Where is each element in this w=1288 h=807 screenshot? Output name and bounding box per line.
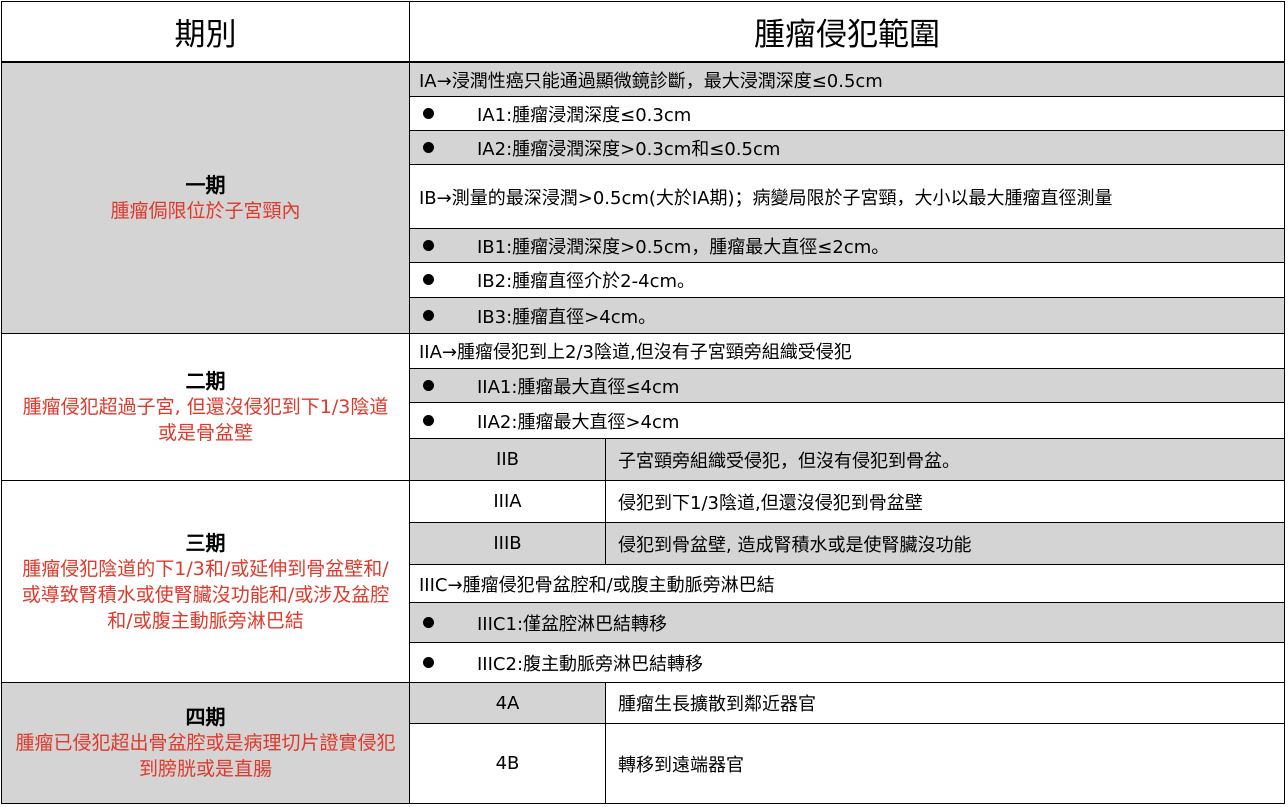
row-ib3: IB3:腫瘤直徑>4cm。 [410, 298, 1285, 334]
row-ib3-text: IB3:腫瘤直徑>4cm。 [477, 306, 657, 328]
bullet-icon [423, 107, 434, 119]
stage3-title: 三期 [185, 530, 226, 555]
row-ib2: IB2:腫瘤直徑介於2-4cm。 [410, 263, 1285, 298]
row-ia1: IA1:腫瘤浸潤深度≤0.3cm [410, 97, 1285, 131]
row-iib-code: IIB [410, 439, 606, 481]
stage2-title: 二期 [185, 369, 226, 393]
row-ia1-text: IA1:腫瘤浸潤深度≤0.3cm [477, 104, 692, 126]
bullet-icon [423, 616, 434, 628]
bullet-icon [423, 414, 434, 426]
header-scope: 腫瘤侵犯範圍 [410, 2, 1285, 63]
row-ib1: IB1:腫瘤浸潤深度>0.5cm，腫瘤最大直徑≤2cm。 [410, 229, 1285, 263]
row-4b-code: 4B [410, 724, 606, 804]
row-ib1-text: IB1:腫瘤浸潤深度>0.5cm，腫瘤最大直徑≤2cm。 [477, 236, 890, 258]
row-iia1-text: IIA1:腫瘤最大直徑≤4cm [477, 376, 680, 398]
row-ib: IB→測量的最深浸潤>0.5cm(大於IA期)；病變局限於子宮頸，大小以最大腫瘤… [410, 165, 1285, 229]
row-iiib-code: IIIB [410, 523, 606, 565]
stage4-desc: 腫瘤已侵犯超出骨盆腔或是病理切片證實侵犯到膀胱或是直腸 [15, 732, 396, 780]
row-4a-desc: 腫瘤生長擴散到鄰近器官 [606, 683, 1285, 724]
stage1-title: 一期 [185, 173, 226, 197]
row-iiic1: IIIC1:僅盆腔淋巴結轉移 [410, 603, 1285, 643]
row-ia: IA→浸潤性癌只能通過顯微鏡診斷，最大浸潤深度≤0.5cm [410, 63, 1285, 97]
row-iia1: IIA1:腫瘤最大直徑≤4cm [410, 369, 1285, 403]
stage4-title: 四期 [185, 705, 226, 729]
row-ia2: IA2:腫瘤浸潤深度>0.3cm和≤0.5cm [410, 131, 1285, 165]
row-iiia-desc: 侵犯到下1/3陰道,但還沒侵犯到骨盆壁 [606, 481, 1285, 523]
row-4b-desc: 轉移到遠端器官 [606, 724, 1285, 804]
stage3-cell: 三期 腫瘤侵犯陰道的下1/3和/或延伸到骨盆壁和/或導致腎積水或使腎臟沒功能和/… [2, 481, 410, 683]
row-iiic: IIIC→腫瘤侵犯骨盆腔和/或腹主動脈旁淋巴結 [410, 565, 1285, 603]
stage2-cell: 二期 腫瘤侵犯超過子宮, 但還沒侵犯到下1/3陰道或是骨盆壁 [2, 334, 410, 481]
row-iia2-text: IIA2:腫瘤最大直徑>4cm [477, 411, 680, 433]
bullet-icon [423, 141, 434, 153]
bullet-icon [423, 274, 434, 285]
stage1-desc: 腫瘤侷限位於子宮頸內 [110, 200, 301, 222]
bullet-icon [423, 656, 434, 668]
row-iiic2: IIIC2:腹主動脈旁淋巴結轉移 [410, 643, 1285, 683]
stage1-cell: 一期 腫瘤侷限位於子宮頸內 [2, 63, 410, 334]
bullet-icon [423, 379, 434, 391]
row-ib2-text: IB2:腫瘤直徑介於2-4cm。 [477, 271, 696, 292]
row-iia2: IIA2:腫瘤最大直徑>4cm [410, 403, 1285, 439]
row-4a-code: 4A [410, 683, 606, 724]
row-iiib-desc: 侵犯到骨盆壁, 造成腎積水或是使腎臟沒功能 [606, 523, 1285, 565]
row-iiia-code: IIIA [410, 481, 606, 523]
row-ia2-text: IA2:腫瘤浸潤深度>0.3cm和≤0.5cm [477, 138, 781, 160]
stage4-cell: 四期 腫瘤已侵犯超出骨盆腔或是病理切片證實侵犯到膀胱或是直腸 [2, 683, 410, 804]
stage3-desc: 腫瘤侵犯陰道的下1/3和/或延伸到骨盆壁和/或導致腎積水或使腎臟沒功能和/或涉及… [21, 557, 390, 632]
row-iiic2-text: IIIC2:腹主動脈旁淋巴結轉移 [477, 653, 704, 675]
row-iiic1-text: IIIC1:僅盆腔淋巴結轉移 [477, 613, 668, 635]
header-stage: 期別 [2, 2, 410, 63]
stage2-desc: 腫瘤侵犯超過子宮, 但還沒侵犯到下1/3陰道或是骨盆壁 [22, 396, 389, 444]
row-iia: IIA→腫瘤侵犯到上2/3陰道,但沒有子宮頸旁組織受侵犯 [410, 334, 1285, 369]
bullet-icon [423, 309, 434, 321]
bullet-icon [423, 239, 434, 251]
row-iib-desc: 子宮頸旁組織受侵犯，但沒有侵犯到骨盆。 [606, 439, 1285, 481]
